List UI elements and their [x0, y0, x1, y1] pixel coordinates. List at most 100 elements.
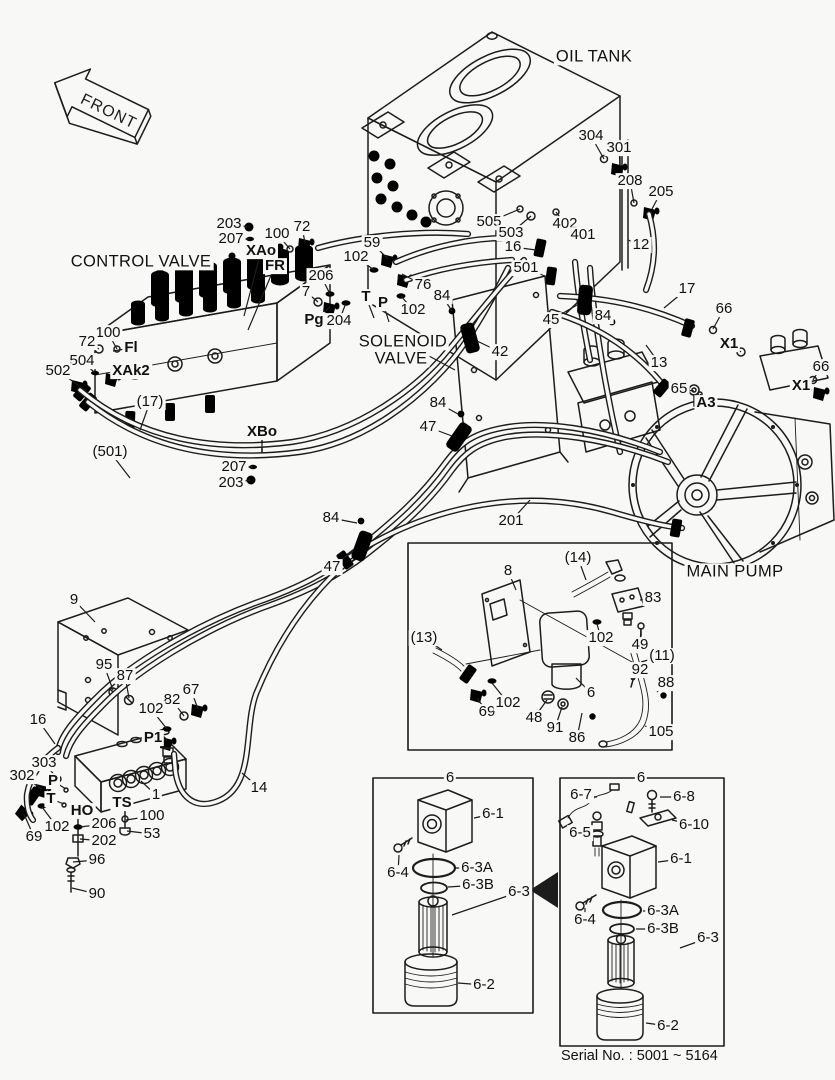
- callout-202: 202: [89, 832, 119, 850]
- callout-502: 502: [43, 362, 73, 380]
- callout-67: 67: [180, 681, 202, 699]
- callout-p: P: [45, 772, 61, 790]
- callout-14: 14: [248, 779, 270, 797]
- callout-301: 301: [604, 139, 634, 157]
- callout-6-10: 6-10: [676, 816, 712, 834]
- callout-102: 102: [586, 629, 616, 647]
- callout-17: 17: [676, 280, 698, 298]
- callout-66: 66: [810, 358, 832, 376]
- callout-87: 87: [114, 667, 136, 685]
- callout-(13): (13): [408, 629, 440, 647]
- callout-102: 102: [341, 248, 371, 266]
- callout-ts: TS: [110, 794, 134, 812]
- callout-13: 13: [648, 354, 670, 372]
- callout-xbo: XBo: [245, 423, 279, 441]
- callout-6-2: 6-2: [471, 976, 497, 994]
- callout-12: 12: [630, 236, 652, 254]
- callout-84: 84: [320, 509, 342, 527]
- callout-102: 102: [42, 818, 72, 836]
- callout-a3: A3: [694, 394, 718, 412]
- callout-6: 6: [584, 684, 598, 702]
- front-arrow: FRONT: [53, 68, 152, 145]
- callout-t: T: [359, 288, 373, 306]
- callout-503: 503: [496, 224, 526, 242]
- callout-505: 505: [474, 213, 504, 231]
- callout-(501): (501): [90, 443, 130, 461]
- callout-88: 88: [655, 674, 677, 692]
- section-label: OIL TANK: [553, 47, 635, 66]
- callout-90: 90: [86, 885, 108, 903]
- callout-82: 82: [161, 691, 183, 709]
- front-label: FRONT: [78, 91, 139, 133]
- callout-6-3: 6-3: [506, 883, 532, 901]
- callout-6-5: 6-5: [567, 824, 593, 842]
- callout-(17): (17): [134, 393, 166, 411]
- section-label: SOLENOID: [356, 332, 450, 351]
- hose-runs: [23, 210, 696, 824]
- callout-6-4: 6-4: [572, 911, 598, 929]
- callout-fl: Fl: [122, 339, 140, 357]
- variant-arrow-icon: [530, 872, 558, 908]
- callout-16: 16: [502, 238, 524, 256]
- callout-105: 105: [646, 723, 676, 741]
- callout-100: 100: [137, 807, 167, 825]
- callout-92: 92: [629, 661, 651, 679]
- serial-number-note: Serial No. : 5001 ~ 5164: [561, 1048, 718, 1064]
- callout-302: 302: [7, 767, 37, 785]
- inset-filter-left: [393, 789, 473, 1007]
- callout-(11): (11): [647, 647, 677, 665]
- callout-t: T: [44, 790, 58, 808]
- callout-86: 86: [566, 729, 588, 747]
- callout-95: 95: [93, 656, 115, 674]
- callout-102: 102: [493, 694, 523, 712]
- callout-84: 84: [592, 307, 614, 325]
- callout-48: 48: [523, 709, 545, 727]
- callout-84: 84: [427, 394, 449, 412]
- callout-207: 207: [219, 458, 249, 476]
- callout-xao: XAo: [244, 242, 278, 260]
- callout-66: 66: [713, 300, 735, 318]
- callout-6: 6: [443, 769, 457, 787]
- callout-p: P: [375, 294, 391, 312]
- section-label: MAIN PUMP: [684, 562, 786, 581]
- callout-100: 100: [262, 225, 292, 243]
- callout-303: 303: [29, 754, 59, 772]
- callout-207: 207: [216, 230, 246, 248]
- oil-tank-drawing: [361, 31, 660, 381]
- callout-p1: P1: [141, 729, 165, 747]
- callout-205: 205: [646, 183, 676, 201]
- callout-6-3b: 6-3B: [645, 920, 681, 938]
- callout-6-3a: 6-3A: [459, 859, 495, 877]
- callout-42: 42: [489, 343, 511, 361]
- callout-x1: X1: [789, 377, 813, 395]
- callout-201: 201: [496, 512, 526, 530]
- callout-pg: Pg: [302, 311, 326, 329]
- callout-49: 49: [629, 636, 651, 654]
- callout-206: 206: [306, 267, 336, 285]
- callout-83: 83: [642, 589, 664, 607]
- callout-6-3b: 6-3B: [460, 876, 496, 894]
- callout-84: 84: [431, 287, 453, 305]
- callout-72: 72: [76, 333, 98, 351]
- callout-6-2: 6-2: [655, 1017, 681, 1035]
- callout-9: 9: [67, 591, 81, 609]
- callout-69: 69: [476, 703, 498, 721]
- callout-96: 96: [86, 851, 108, 869]
- callout-x1: X1: [717, 335, 741, 353]
- callout-102: 102: [136, 700, 166, 718]
- callout-7: 7: [299, 283, 313, 301]
- callout-16: 16: [27, 711, 49, 729]
- callout-47: 47: [417, 418, 439, 436]
- callout-1: 1: [149, 786, 163, 804]
- callout-203: 203: [214, 215, 244, 233]
- callout-91: 91: [544, 719, 566, 737]
- callout-206: 206: [89, 815, 119, 833]
- callout-204: 204: [324, 312, 354, 330]
- callout-504: 504: [67, 352, 97, 370]
- inset-filter-assembly: [432, 559, 667, 748]
- callout-6-1: 6-1: [668, 850, 694, 868]
- callout-100: 100: [93, 324, 123, 342]
- callout-8: 8: [501, 562, 515, 580]
- callout-59: 59: [361, 234, 383, 252]
